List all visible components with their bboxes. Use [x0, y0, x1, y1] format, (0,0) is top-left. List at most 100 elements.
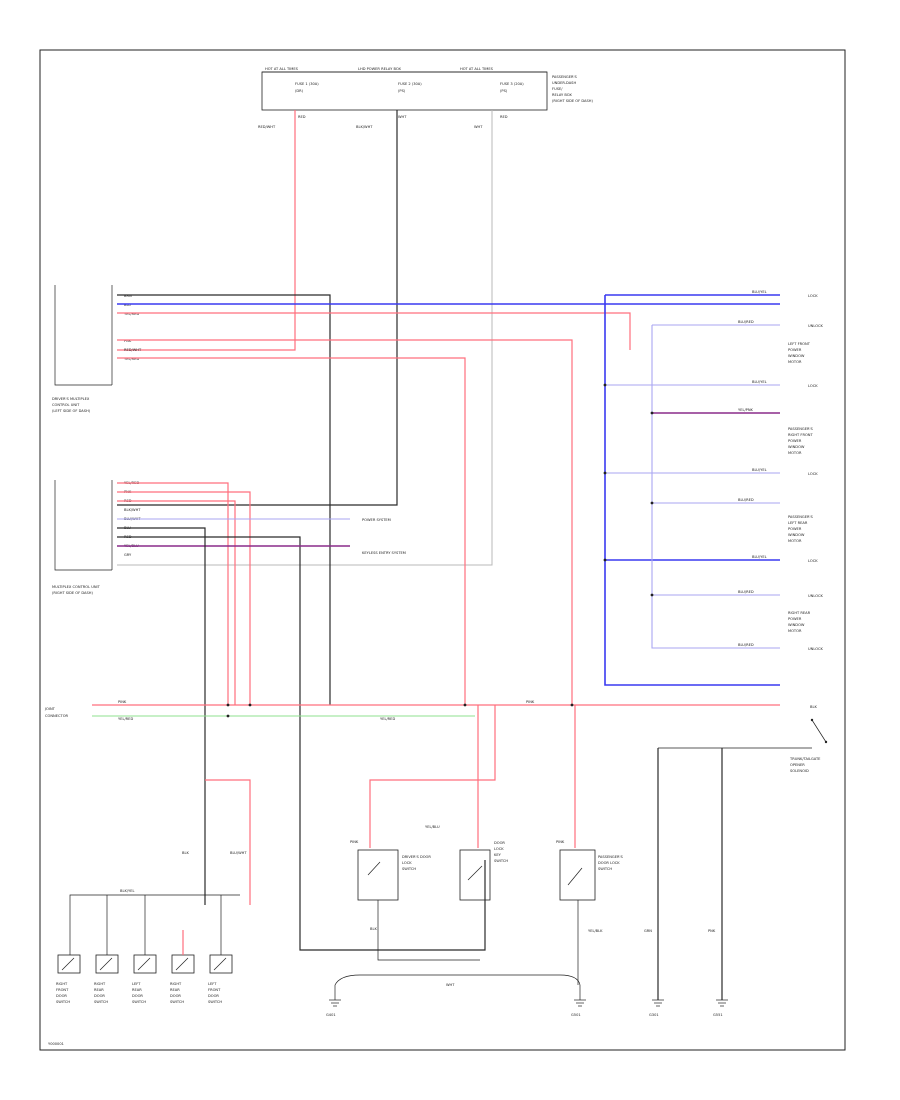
driver-unit-caption-2: CONTROL UNIT: [52, 403, 80, 407]
fuse-3-wire: WHT: [474, 125, 483, 129]
door-switch-3-l1: LEFT: [132, 982, 141, 986]
trunk-opener-relay: BLK TRUNK/TAILGATE OPENER SOLENOID: [658, 705, 828, 773]
wire-tag-4: BLK: [370, 927, 377, 931]
fuse-2-wire2: WHT: [398, 115, 407, 119]
motor-label-8d: WINDOW: [788, 623, 805, 627]
right-motor-labels: BLU/YEL LOCK BLU/RED UNLOCK LEFT FRONT P…: [738, 290, 824, 651]
ground-1: G401: [326, 999, 341, 1017]
wire-fuse2-black: [117, 110, 398, 506]
door-switch-4-l4: SWITCH: [170, 1000, 184, 1004]
fuse-side-label-1: PASSENGER'S: [552, 75, 577, 79]
ground-points: G401 G501 G301 G551: [326, 999, 728, 1017]
ground-3-label: G301: [649, 1013, 659, 1017]
motor-wire-2: BLU/RED: [738, 320, 754, 324]
top-fuse-box: HOT AT ALL TIMES LHD POWER RELAY BOX HOT…: [258, 67, 593, 129]
door-switch-4-l2: REAR: [170, 988, 180, 992]
motor-wire-4: YEL/PNK: [738, 408, 754, 412]
mid-switch-2-label-3: KEY: [494, 853, 502, 857]
ground-bus: [334, 974, 581, 986]
wire-switch1-feed: [369, 705, 496, 848]
driver-pin-2: BLU: [124, 303, 131, 307]
driver-pin-6: RED/WHT: [124, 348, 142, 352]
fuse-2-sub: (PS): [398, 89, 406, 93]
ground-4: G551: [713, 999, 728, 1017]
joint-connector-label-2: CONNECTOR: [45, 714, 69, 718]
motor-label-2d: WINDOW: [788, 354, 805, 358]
motor-wire-3: BLU/YEL: [752, 380, 767, 384]
driver-pin-7: YEL/RED: [124, 357, 139, 361]
motor-label-6d: WINDOW: [788, 533, 805, 537]
door-switch-4-l3: DOOR: [170, 994, 181, 998]
bus-green-label-2: YEL/RED: [380, 717, 395, 721]
fuse-1-wire2: RED: [298, 115, 306, 119]
door-switch-5-l3: DOOR: [208, 994, 219, 998]
wire-tag-5: WHT: [446, 983, 455, 987]
wire-driver-brn: [117, 294, 331, 705]
fuse-1-sub: (DR): [295, 89, 304, 93]
relay-label-1: TRUNK/TAILGATE: [789, 757, 821, 761]
door-switch-5-l2: FRONT: [208, 988, 221, 992]
driver-pin-5: PNK: [124, 339, 132, 343]
motor-label-2e: MOTOR: [788, 360, 802, 364]
motor-label-4c: POWER: [788, 439, 802, 443]
mid-switch-3-label-1: PASSENGER'S: [598, 855, 623, 859]
ground-3: G301: [649, 999, 664, 1017]
wire-mid-red: [117, 500, 236, 705]
motor-label-8c: POWER: [788, 617, 802, 621]
wire-door-switch-feed: [205, 779, 251, 905]
bus-red-label: PINK: [118, 700, 127, 704]
mid-switch-2-label-4: SWITCH: [494, 859, 508, 863]
mid-unit-caption-1: MULTIPLEX CONTROL UNIT: [52, 585, 101, 589]
bus-green-label: YEL/RED: [118, 717, 133, 721]
door-switch-5-l1: LEFT: [208, 982, 217, 986]
fuse-side-label-5: (RIGHT SIDE OF DASH): [552, 99, 593, 103]
motor-label-9: UNLOCK: [808, 647, 824, 651]
switch1-ground-wire: [377, 900, 480, 961]
motor-label-6b: LEFT REAR: [788, 521, 808, 525]
fuse-2-wire: BLK/WHT: [356, 125, 373, 129]
door-switch-2-l1: RIGHT: [94, 982, 106, 986]
door-switch-1-l3: DOOR: [56, 994, 67, 998]
driver-unit-caption-3: (LEFT SIDE OF DASH): [52, 409, 91, 413]
relay-wire: BLK: [810, 705, 817, 709]
wire-tag-6: GRN: [644, 929, 652, 933]
motor-label-6a: PASSENGER'S: [788, 515, 813, 519]
fuse-side-label-2: UNDER-DASH: [552, 81, 576, 85]
motor-label-4b: RIGHT FRONT: [788, 433, 813, 437]
motor-wire-9: BLU/RED: [738, 643, 754, 647]
mid-pin-4: BLK/WHT: [124, 508, 141, 512]
wire-tag-8: YEL/BLK: [588, 929, 603, 933]
mid-unit-caption-2: (RIGHT SIDE OF DASH): [52, 591, 93, 595]
driver-unit-caption-1: DRIVER'S MULTIPLEX: [52, 397, 90, 401]
mid-switch-1-label-1: DRIVER'S DOOR: [402, 855, 431, 859]
wire-driver-yelred-2: [117, 357, 466, 705]
fuse-header-right: HOT AT ALL TIMES: [460, 67, 494, 71]
door-switch-5-l4: SWITCH: [208, 1000, 222, 1004]
motor-wire-8: BLU/RED: [738, 590, 754, 594]
motor-label-4d: WINDOW: [788, 445, 805, 449]
fuse-header-left: HOT AT ALL TIMES: [265, 67, 299, 71]
joint-connector-label-1: JOINT: [44, 707, 56, 711]
passenger-door-lock-switch: PASSENGER'S DOOR LOCK SWITCH PINK: [556, 840, 623, 901]
ground-4-label: G551: [713, 1013, 723, 1017]
wire-driver-yelred: [117, 312, 631, 350]
motor-label-6e: MOTOR: [788, 539, 802, 543]
fuse-2-name: FUSE 2 (30A): [398, 82, 422, 86]
fuse-3-wire2: RED: [500, 115, 508, 119]
motor-label-2b: LEFT FRONT: [788, 342, 811, 346]
wire-mid-pnk: [117, 491, 251, 705]
ground-2: G501: [571, 999, 586, 1017]
wire-mid-blu: [117, 527, 206, 905]
mid-pin-9: GRY: [124, 553, 132, 557]
wire-fuse1-red: [117, 110, 296, 351]
relay-label-3: SOLENOID: [790, 769, 809, 773]
wire-mid-blk: [117, 536, 486, 951]
motor-label-6c: POWER: [788, 527, 802, 531]
door-switch-2: [95, 954, 119, 974]
mid-switch-1-label-2: LOCK: [402, 861, 412, 865]
door-switch-1-l1: RIGHT: [56, 982, 68, 986]
driver-door-lock-switch: DRIVER'S DOOR LOCK SWITCH PINK: [350, 840, 431, 901]
motor-label-8a: UNLOCK: [808, 594, 824, 598]
wire-tag-1: BLK: [182, 851, 189, 855]
